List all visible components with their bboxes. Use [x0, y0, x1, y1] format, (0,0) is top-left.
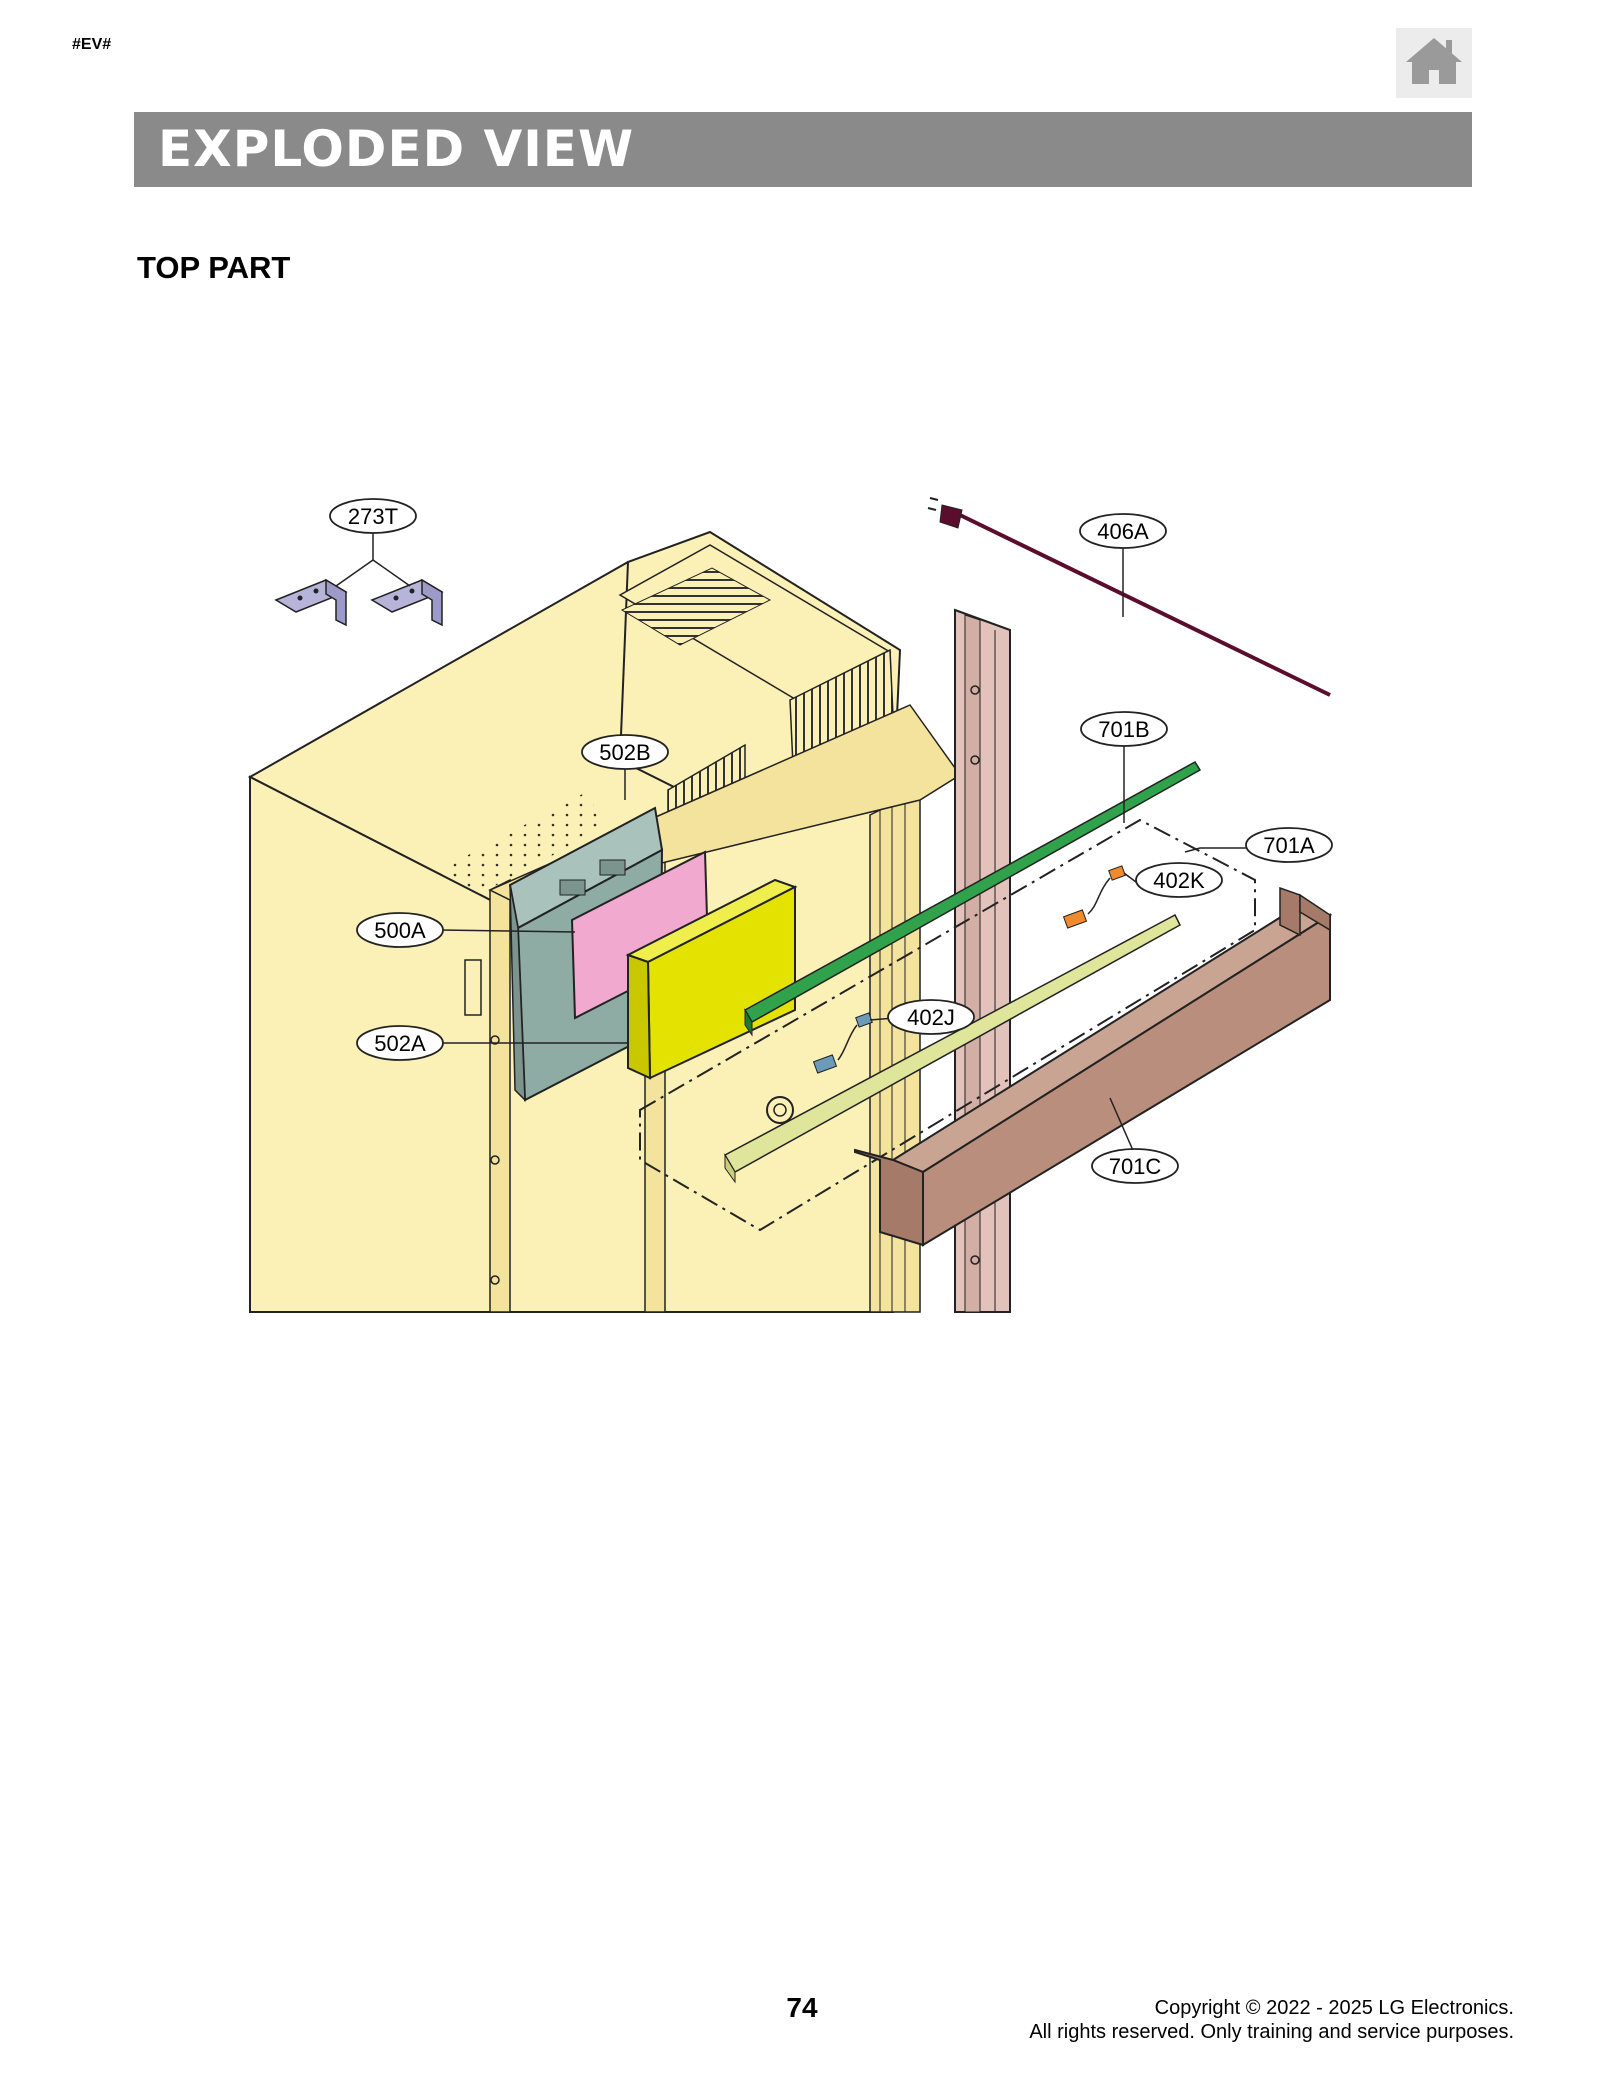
banner-title: EXPLODED VIEW [158, 120, 635, 178]
callout-402J: 402J [887, 999, 975, 1035]
home-icon [1406, 38, 1462, 84]
callout-406A: 406A [1079, 513, 1167, 549]
sensor-402k [1062, 865, 1126, 929]
leader-lines [335, 533, 1246, 1156]
svg-text:701A: 701A [1263, 833, 1315, 858]
lower-rail [723, 913, 1181, 1184]
svg-text:701B: 701B [1098, 717, 1149, 742]
power-cord [927, 497, 1331, 697]
copyright-notice: Copyright © 2022 - 2025 LG Electronics. … [1029, 1996, 1514, 2044]
mounting-brackets [274, 578, 444, 627]
svg-text:406A: 406A [1097, 519, 1149, 544]
pcb-box [625, 878, 798, 1080]
top-rail [743, 761, 1202, 1037]
copyright-line-1: Copyright © 2022 - 2025 LG Electronics. [1154, 1997, 1514, 2019]
svg-text:502B: 502B [599, 740, 650, 765]
callout-500A: 500A [356, 912, 444, 948]
callout-701B: 701B [1080, 711, 1168, 747]
callout-701A: 701A [1245, 827, 1333, 863]
section-title: TOP PART [137, 250, 291, 285]
document-tag: #EV# [72, 36, 112, 53]
sensor-402j [812, 1012, 873, 1074]
svg-text:701C: 701C [1109, 1154, 1162, 1179]
svg-text:502A: 502A [374, 1031, 426, 1056]
callout-402K: 402K [1135, 862, 1223, 898]
callout-273T: 273T [329, 498, 417, 534]
trim-assembly-boundary [639, 818, 1256, 1232]
section-banner: EXPLODED VIEW [134, 112, 1472, 187]
svg-text:273T: 273T [348, 504, 398, 529]
svg-text:402K: 402K [1153, 868, 1205, 893]
svg-text:402J: 402J [907, 1005, 955, 1030]
svg-text:500A: 500A [374, 918, 426, 943]
bottom-trim [854, 886, 1333, 1247]
copyright-line-2: All rights reserved. Only training and s… [1029, 2021, 1514, 2043]
callout-502A: 502A [356, 1025, 444, 1061]
callout-701C: 701C [1091, 1148, 1179, 1184]
page-number: 74 [786, 1992, 818, 2023]
callout-502B: 502B [581, 734, 669, 770]
home-button[interactable] [1396, 28, 1472, 98]
